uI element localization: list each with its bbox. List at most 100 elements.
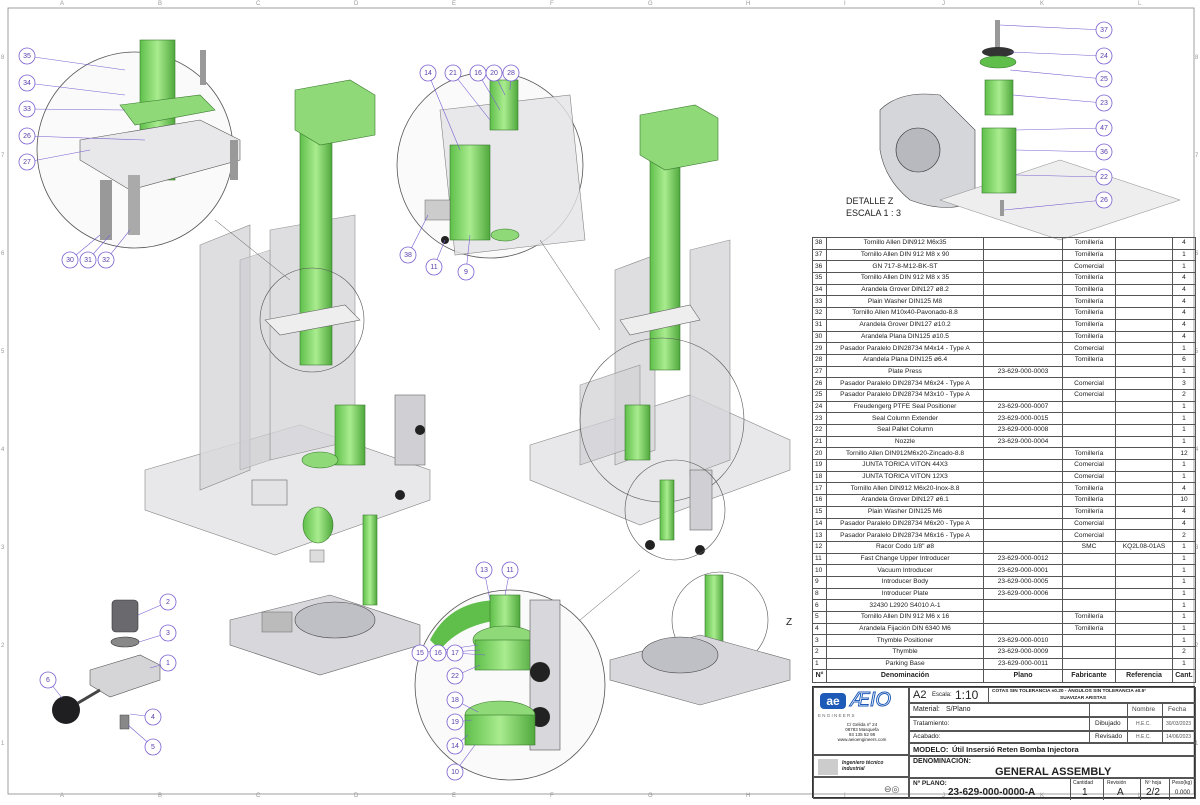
bom-denominacion: Plate Press: [826, 365, 984, 379]
balloon-circle: [97, 251, 115, 269]
frame-column-label: C: [256, 793, 261, 799]
bom-item-number: 18: [812, 470, 827, 484]
bom-fabricante: [1062, 412, 1116, 425]
balloon-number: 5: [151, 744, 155, 751]
balloon-circle: [457, 263, 475, 281]
denominacion-label: DENOMINACIÓN:: [913, 758, 971, 765]
frame-row-label: 3: [1195, 545, 1199, 551]
balloon-number: 2: [166, 599, 170, 606]
part-balloon: 4: [129, 708, 162, 726]
bom-item-number: 25: [812, 388, 827, 402]
bom-plano: [983, 260, 1063, 274]
bom-item-number: 35: [812, 272, 827, 285]
bom-fabricante: [1062, 365, 1116, 379]
bom-plano: 23-629-000-0010: [983, 634, 1063, 648]
bom-plano: [983, 540, 1063, 554]
bom-denominacion: Tornillo Allen DIN912 M6x35: [826, 237, 984, 250]
balloon-number: 34: [23, 80, 31, 87]
detail-top-middle: [396, 71, 601, 331]
bom-cantidad: 1: [1172, 622, 1196, 636]
bom-cantidad: 1: [1172, 611, 1196, 624]
bom-cantidad: 1: [1172, 540, 1196, 554]
balloon-number: 19: [451, 719, 459, 726]
bom-referencia: [1115, 365, 1173, 379]
dibujado-nombre: H.E.C.: [1136, 721, 1151, 727]
bom-fabricante: [1062, 575, 1116, 589]
bom-plano: 23-629-000-0012: [983, 552, 1063, 566]
balloon-circle: [159, 624, 177, 642]
part-balloon: 17: [446, 644, 486, 662]
bom-cantidad: 1: [1172, 424, 1196, 437]
bom-fabricante: Tornillería: [1062, 248, 1116, 262]
stamp-text: Ingeniero técnico industrial: [842, 760, 884, 772]
balloon-circle: [144, 738, 162, 756]
bom-item-number: 11: [812, 552, 827, 566]
bom-plano: [983, 330, 1063, 344]
bom-denominacion: Arandela Plana DIN125 ø6.4: [826, 353, 984, 367]
frame-column-label: L: [1138, 793, 1142, 799]
balloon-number: 27: [23, 159, 31, 166]
bom-cantidad: 2: [1172, 529, 1196, 542]
bom-fabricante: Tornillería: [1062, 494, 1116, 507]
part-balloon: 3: [138, 624, 177, 643]
dibujado-label: Dibujado: [1095, 720, 1121, 727]
bom-item-number: 20: [812, 447, 827, 461]
bom-referencia: [1115, 470, 1173, 484]
sheet-format: A2: [913, 689, 927, 701]
bom-denominacion: GN 717-8-M12-BK-ST: [826, 260, 984, 274]
part-balloon: 24: [1009, 47, 1113, 65]
bom-item-number: 1: [812, 657, 827, 671]
bom-denominacion: Pasador Paralelo DIN28734 M6x24 - Type A: [826, 377, 984, 390]
hoja-label: Nº hoja: [1145, 780, 1162, 786]
bom-cantidad: 1: [1172, 587, 1196, 601]
balloon-circle: [446, 763, 464, 781]
acabado-label: Acabado:: [913, 733, 941, 740]
projection-symbol-icon: ⊖◎: [884, 784, 900, 794]
balloon-number: 38: [404, 252, 412, 259]
bom-referencia: [1115, 482, 1173, 496]
tratamiento-label: Tratamiento:: [913, 720, 950, 727]
company-address: C/ Gelida nº 24 08783 Masquefa 93 135 52…: [814, 722, 910, 742]
bom-referencia: [1115, 587, 1173, 601]
company-logo-text: ÆIO: [849, 689, 892, 712]
leader-line: [1015, 149, 1105, 153]
leader-line: [427, 72, 461, 151]
denominacion-row: DENOMINACIÓN: GENERAL ASSEMBLY: [909, 756, 1196, 778]
bom-referencia: [1115, 611, 1173, 624]
balloon-circle: [61, 251, 79, 269]
leader-line: [1009, 51, 1105, 57]
bom-denominacion: Tornillo Allen M10x40-Pavonado-8.8: [826, 307, 984, 320]
balloon-circle: [1095, 21, 1113, 39]
bom-denominacion: Tornillo Allen DIN 912 M8 x 35: [826, 272, 984, 285]
bom-item-number: 4: [812, 622, 827, 636]
balloon-number: 9: [464, 269, 468, 276]
balloon-circle: [446, 644, 464, 662]
bom-referencia: [1115, 307, 1173, 320]
bom-item-number: 9: [812, 575, 827, 589]
bom-item-number: 17: [812, 482, 827, 496]
balloon-circle: [1095, 94, 1113, 112]
company-website[interactable]: www.aeioengineers.com: [837, 737, 887, 742]
material-value: S/Plano: [946, 706, 971, 713]
frame-column-label: K: [1040, 1, 1045, 7]
part-balloon: 25: [1009, 69, 1113, 88]
bom-referencia: [1115, 447, 1173, 461]
balloon-circle: [18, 100, 36, 118]
bom-referencia: [1115, 353, 1173, 367]
bom-referencia: [1115, 260, 1173, 274]
bom-fabricante: [1062, 634, 1116, 648]
revisado-fecha: 14/06/2023: [1166, 734, 1192, 740]
bom-cantidad: 1: [1172, 400, 1196, 414]
bom-denominacion: Arandela Fijación DIN 6340 M6: [826, 622, 984, 636]
bom-cantidad: 1: [1172, 657, 1196, 671]
